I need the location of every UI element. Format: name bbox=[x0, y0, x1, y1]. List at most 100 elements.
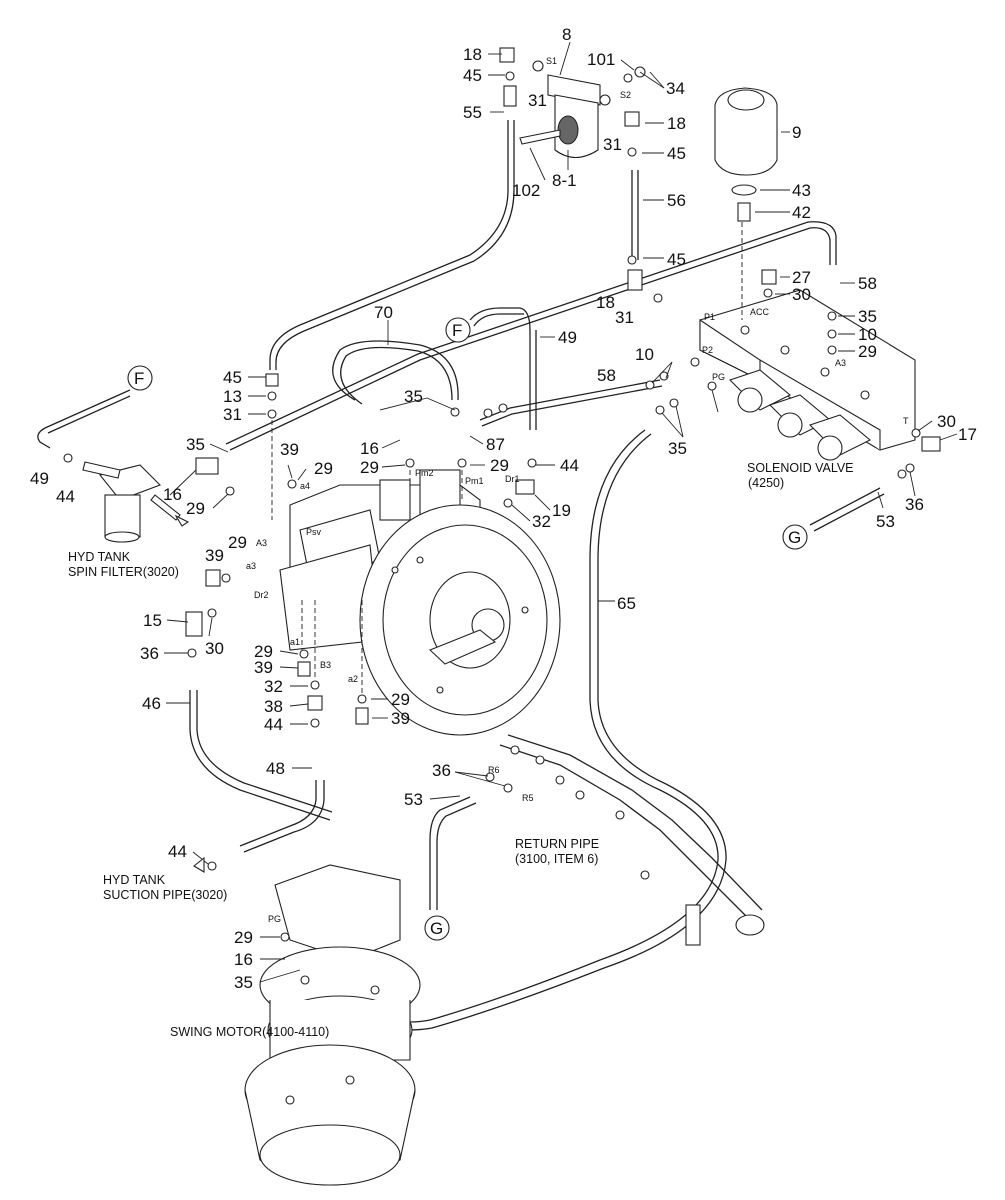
part-number: 31 bbox=[615, 308, 634, 327]
part-number: 29 bbox=[234, 928, 253, 947]
port-label: A3 bbox=[835, 358, 846, 368]
part-number: 31 bbox=[603, 135, 622, 154]
part-number: 30 bbox=[792, 285, 811, 304]
part-number: 13 bbox=[223, 387, 242, 406]
spin-filter bbox=[82, 461, 181, 543]
port-labels: P1 ACC P2 PG A3 T Pm2 Pm1 Dr1 Psv A3 a4 … bbox=[246, 307, 909, 924]
part-number: 35 bbox=[404, 387, 423, 406]
part-number: 9 bbox=[792, 123, 801, 142]
part-number: 18 bbox=[463, 45, 482, 64]
part-number: 29 bbox=[391, 690, 410, 709]
part-number: 35 bbox=[234, 973, 253, 992]
port-label: PG bbox=[712, 372, 725, 382]
hose-55 bbox=[269, 120, 509, 370]
return-pipe bbox=[499, 744, 751, 921]
port-label: R5 bbox=[522, 793, 534, 803]
hose-53-lower bbox=[429, 796, 477, 910]
port-label: a2 bbox=[348, 674, 358, 684]
port-label: Pm2 bbox=[415, 468, 434, 478]
part-number: 49 bbox=[30, 469, 49, 488]
part-number: 45 bbox=[667, 250, 686, 269]
part-number: 70 bbox=[374, 303, 393, 322]
return-pipe-caption: RETURN PIPE bbox=[515, 837, 599, 851]
hose-65-b bbox=[323, 433, 727, 1031]
part-number: 43 bbox=[792, 181, 811, 200]
port-label: A3 bbox=[256, 538, 267, 548]
part-number: 58 bbox=[597, 366, 616, 385]
part-number: 32 bbox=[264, 677, 283, 696]
hose-46 bbox=[189, 690, 333, 821]
port-label: a3 bbox=[246, 561, 256, 571]
part-number: 36 bbox=[432, 761, 451, 780]
port-label: Pm1 bbox=[465, 476, 484, 486]
part-number: 102 bbox=[512, 181, 540, 200]
port-label: Dr2 bbox=[254, 590, 269, 600]
part-number: 42 bbox=[792, 203, 811, 222]
part-number: 29 bbox=[186, 499, 205, 518]
part-number: 55 bbox=[463, 103, 482, 122]
part-number: 49 bbox=[558, 328, 577, 347]
part-number: 34 bbox=[666, 79, 685, 98]
part-number: 16 bbox=[163, 485, 182, 504]
hose-56 bbox=[631, 170, 639, 260]
dashed-port-lines bbox=[271, 222, 743, 695]
hose-49-upper bbox=[469, 307, 537, 430]
hose-55-b bbox=[275, 120, 515, 370]
spin-filter-caption-num: SPIN FILTER(3020) bbox=[68, 565, 179, 579]
part-number: 45 bbox=[463, 66, 482, 85]
captions: SOLENOID VALVE (4250) HYD TANK SPIN FILT… bbox=[68, 461, 854, 1039]
part-number: 44 bbox=[560, 456, 579, 475]
part-number: 101 bbox=[587, 50, 615, 69]
part-number: 16 bbox=[234, 950, 253, 969]
part-number: 58 bbox=[858, 274, 877, 293]
hose-lines bbox=[37, 120, 885, 1031]
hose-53-right bbox=[809, 487, 885, 532]
part-number: 8-1 bbox=[552, 171, 577, 190]
part-number: 35 bbox=[668, 439, 687, 458]
part-number: 65 bbox=[617, 594, 636, 613]
part-number: 31 bbox=[223, 405, 242, 424]
part-number: 27 bbox=[792, 268, 811, 287]
part-number: 39 bbox=[280, 440, 299, 459]
port-label: R6 bbox=[488, 765, 500, 775]
part-number: 29 bbox=[228, 533, 247, 552]
solenoid-valve-caption-num: (4250) bbox=[748, 476, 784, 490]
part-number: 39 bbox=[254, 658, 273, 677]
part-number: 35 bbox=[186, 435, 205, 454]
port-label: T bbox=[903, 416, 909, 426]
fittings bbox=[63, 71, 941, 942]
port-label: ACC bbox=[750, 307, 770, 317]
port-label: S2 bbox=[620, 90, 631, 100]
hose-49-left bbox=[37, 389, 131, 449]
swing-motor-caption: SWING MOTOR(4100-4110) bbox=[170, 1025, 329, 1039]
part-number: 45 bbox=[223, 368, 242, 387]
leader-lines bbox=[164, 41, 958, 983]
part-number: 36 bbox=[905, 495, 924, 514]
part-number: 44 bbox=[264, 715, 283, 734]
return-pipe-caption-num: (3100, ITEM 6) bbox=[515, 852, 598, 866]
connector-markers: F F G G bbox=[127, 317, 808, 941]
hose-49-upper-b bbox=[473, 313, 524, 327]
part-number: 44 bbox=[168, 842, 187, 861]
return-pipe-b bbox=[507, 734, 763, 911]
hose-58 bbox=[229, 227, 831, 451]
port-label: PG bbox=[268, 914, 281, 924]
part-number: 44 bbox=[56, 487, 75, 506]
port-label: a4 bbox=[300, 481, 310, 491]
part-number: 45 bbox=[667, 144, 686, 163]
part-number: 36 bbox=[140, 644, 159, 663]
swing-motor bbox=[244, 864, 421, 1186]
part-number: 35 bbox=[858, 307, 877, 326]
part-number: 32 bbox=[532, 512, 551, 531]
part-number: 29 bbox=[360, 458, 379, 477]
part-number: 30 bbox=[205, 639, 224, 658]
part-number: 10 bbox=[858, 325, 877, 344]
part-number: 53 bbox=[876, 512, 895, 531]
part-number: 46 bbox=[142, 694, 161, 713]
line-filter-8 bbox=[499, 47, 646, 159]
part-number: 17 bbox=[958, 425, 977, 444]
connector-f-left: F bbox=[134, 369, 144, 388]
part-number: 29 bbox=[490, 456, 509, 475]
part-number: 10 bbox=[635, 345, 654, 364]
